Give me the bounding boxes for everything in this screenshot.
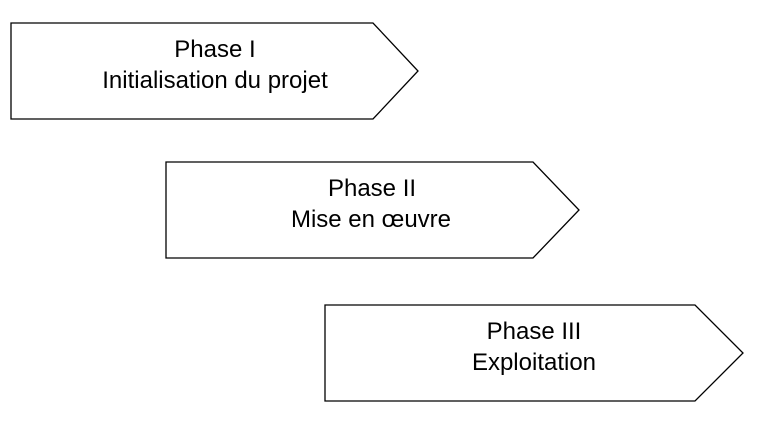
phase-1-arrow-shape	[10, 22, 419, 120]
phase-2: Phase II Mise en œuvre	[165, 161, 580, 259]
phase-3-title: Phase III	[487, 318, 582, 345]
phase-3: Phase III Exploitation	[324, 304, 744, 402]
phase-3-arrow-shape	[324, 304, 744, 402]
phase-1-title: Phase I	[174, 36, 255, 63]
phase-1-subtitle: Initialisation du projet	[102, 67, 328, 94]
phase-2-subtitle: Mise en œuvre	[291, 206, 451, 233]
phase-1: Phase I Initialisation du projet	[10, 22, 419, 120]
phase-3-subtitle: Exploitation	[472, 349, 596, 376]
phase-2-arrow-shape	[165, 161, 580, 259]
phase-2-title: Phase II	[328, 175, 416, 202]
